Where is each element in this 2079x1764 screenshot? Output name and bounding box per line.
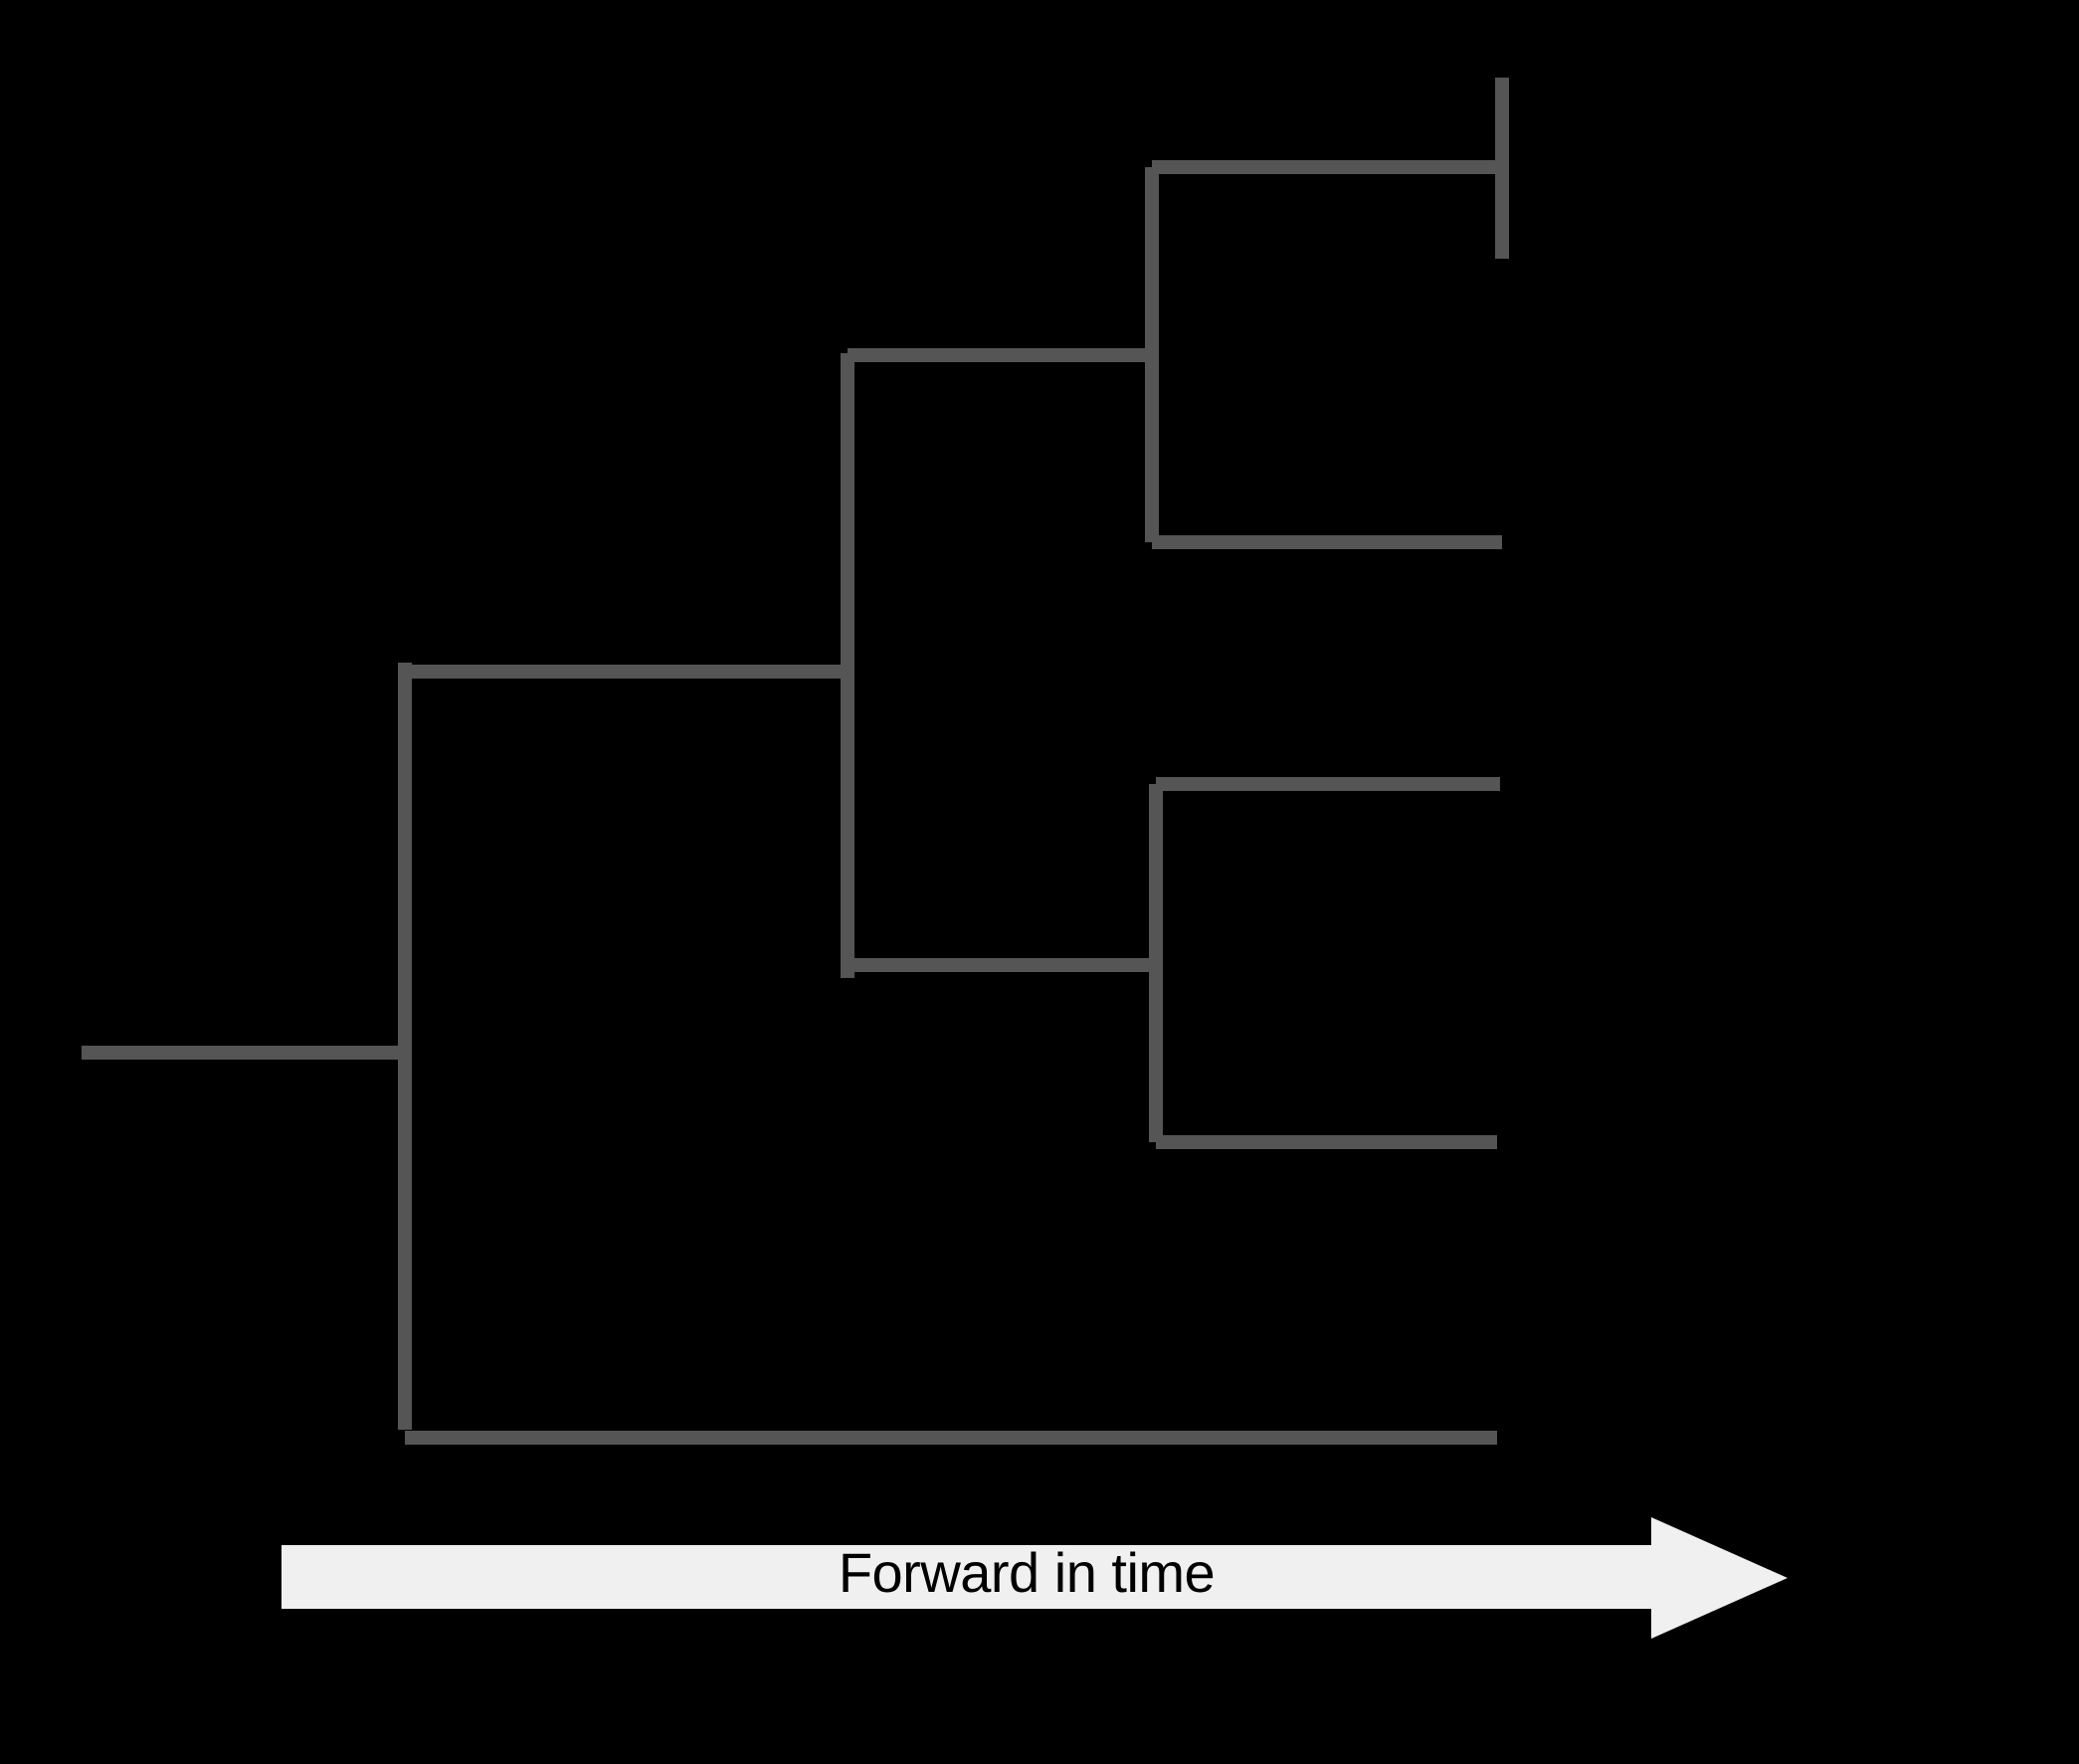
- tree-branches: [82, 78, 1509, 1445]
- time-arrow: Forward in time: [282, 1517, 1788, 1639]
- time-arrow-shape: [282, 1517, 1788, 1639]
- time-arrow-label: Forward in time: [839, 1541, 1215, 1604]
